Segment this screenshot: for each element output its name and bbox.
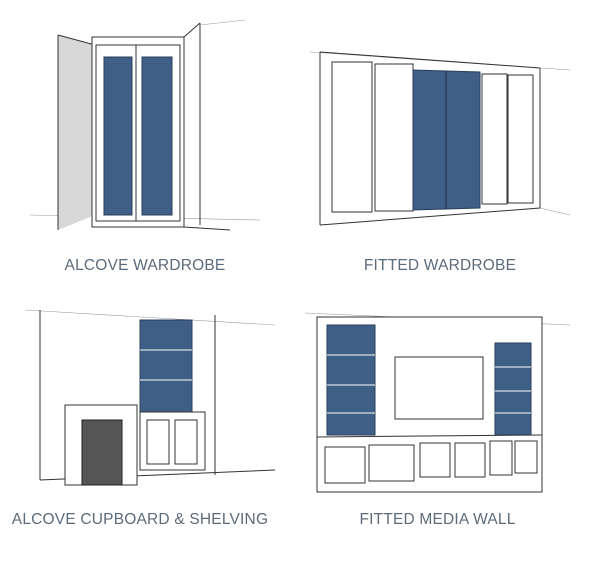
fitted-media-wall-sketch bbox=[305, 312, 570, 493]
alcove-cupboard-sketch bbox=[25, 309, 275, 486]
item-label-alcove-wardrobe: ALCOVE WARDROBE bbox=[64, 257, 226, 274]
alcove-wardrobe-sketch bbox=[30, 19, 260, 231]
fitted-wardrobe-sketch bbox=[310, 51, 570, 226]
item-label-fitted-media-wall: FITTED MEDIA WALL bbox=[359, 511, 516, 528]
item-label-alcove-cupboard-shelving: ALCOVE CUPBOARD & SHELVING bbox=[11, 511, 269, 528]
item-label-fitted-wardrobe: FITTED WARDROBE bbox=[363, 257, 517, 274]
